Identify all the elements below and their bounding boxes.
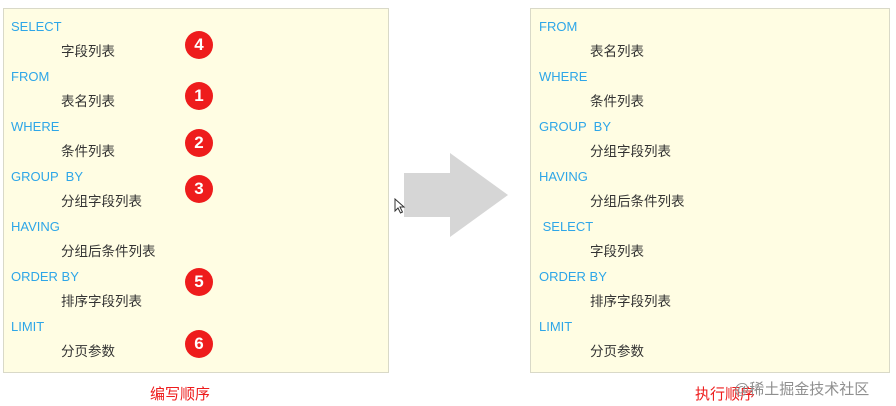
- clause-content: 条件列表: [590, 94, 644, 109]
- clause-content: 排序字段列表: [61, 294, 142, 309]
- keyword-from: FROM: [11, 69, 50, 84]
- clause-content: 分页参数: [590, 344, 644, 359]
- keyword-select: SELECT: [539, 219, 594, 234]
- keyword-group-by: GROUP BY: [539, 119, 612, 134]
- clause-content: 表名列表: [61, 94, 115, 109]
- clause-content: 分页参数: [61, 344, 115, 359]
- keyword-order-by: ORDER BY: [11, 269, 79, 284]
- keyword-order-by: ORDER BY: [539, 269, 607, 284]
- right-arrow-icon: [404, 153, 508, 237]
- order-badge: 2: [185, 129, 213, 157]
- clause-content: 分组后条件列表: [61, 244, 156, 259]
- writing-order-panel: SELECT 字段列表 FROM 表名列表 WHERE 条件列表 GROUP B…: [3, 8, 389, 373]
- clause-content: 排序字段列表: [590, 294, 671, 309]
- clause-content: 字段列表: [61, 44, 115, 59]
- keyword-select: SELECT: [11, 19, 62, 34]
- keyword-from: FROM: [539, 19, 578, 34]
- keyword-limit: LIMIT: [11, 319, 45, 334]
- keyword-where: WHERE: [539, 69, 588, 84]
- order-badge: 6: [185, 330, 213, 358]
- keyword-limit: LIMIT: [539, 319, 573, 334]
- clause-content: 分组字段列表: [590, 144, 671, 159]
- mouse-cursor-icon: [394, 198, 406, 214]
- clause-content: 表名列表: [590, 44, 644, 59]
- keyword-having: HAVING: [11, 219, 60, 234]
- order-badge: 3: [185, 175, 213, 203]
- execution-order-panel: FROM 表名列表 WHERE 条件列表 GROUP BY 分组字段列表 HAV…: [530, 8, 890, 373]
- order-badge: 5: [185, 268, 213, 296]
- clause-content: 分组字段列表: [61, 194, 142, 209]
- keyword-where: WHERE: [11, 119, 60, 134]
- clause-content: 分组后条件列表: [590, 194, 685, 209]
- keyword-group-by: GROUP BY: [11, 169, 84, 184]
- watermark: @稀土掘金技术社区: [734, 381, 870, 398]
- clause-content: 字段列表: [590, 244, 644, 259]
- execution-order-caption: 执行顺序: [695, 386, 756, 403]
- order-badge: 4: [185, 31, 213, 59]
- writing-order-caption: 编写顺序: [150, 386, 211, 403]
- clause-content: 条件列表: [61, 144, 115, 159]
- order-badge: 1: [185, 82, 213, 110]
- keyword-having: HAVING: [539, 169, 588, 184]
